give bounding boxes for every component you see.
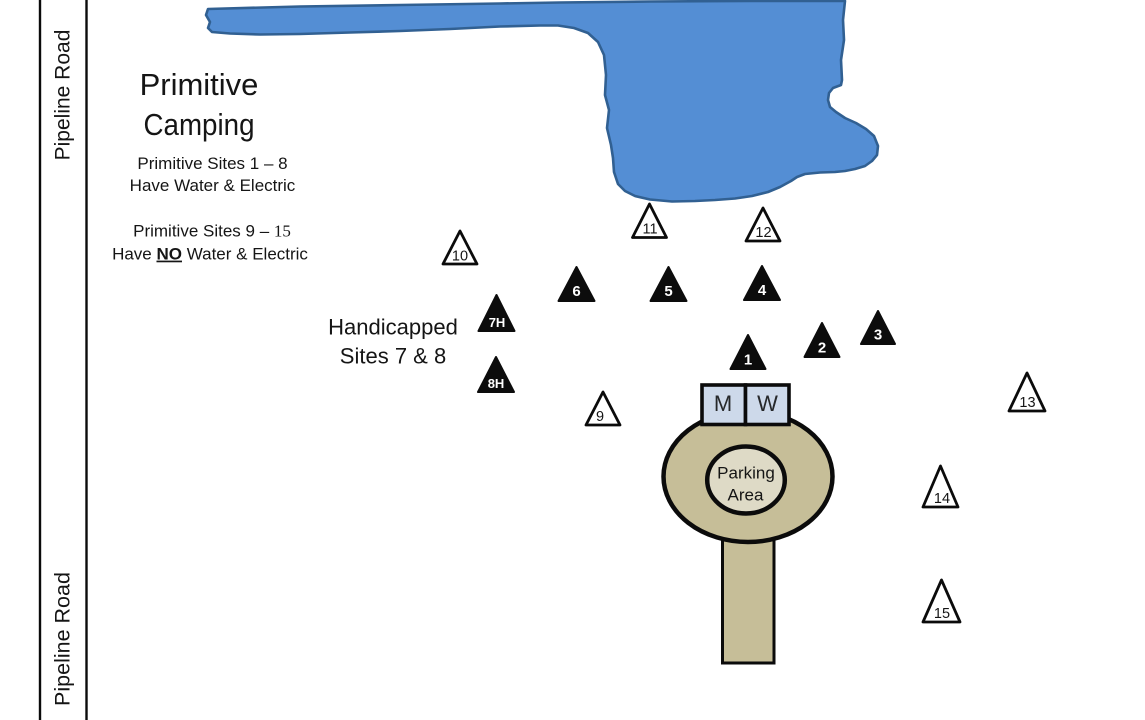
svg-text:7H: 7H: [489, 315, 506, 330]
svg-text:Primitive Sites 9 – 15: Primitive Sites 9 – 15: [133, 222, 291, 241]
svg-text:Primitive Sites 1 – 8: Primitive Sites 1 – 8: [137, 154, 287, 173]
svg-text:8H: 8H: [488, 376, 505, 391]
svg-text:Have NO Water & Electric: Have NO Water & Electric: [112, 245, 308, 264]
svg-text:3: 3: [874, 327, 882, 344]
svg-text:5: 5: [664, 283, 672, 300]
svg-text:13: 13: [1019, 395, 1035, 411]
svg-text:W: W: [757, 391, 778, 416]
svg-text:Parking: Parking: [717, 464, 775, 483]
svg-text:Pipeline Road: Pipeline Road: [52, 30, 75, 161]
svg-text:14: 14: [934, 491, 950, 507]
svg-text:6: 6: [572, 283, 580, 300]
svg-text:Sites 7 & 8: Sites 7 & 8: [340, 344, 446, 369]
svg-text:11: 11: [642, 222, 657, 238]
svg-text:1: 1: [744, 352, 752, 369]
svg-text:Camping: Camping: [144, 107, 255, 142]
svg-text:M: M: [714, 391, 732, 416]
svg-text:Primitive: Primitive: [140, 67, 259, 102]
svg-text:15: 15: [934, 606, 950, 622]
svg-text:10: 10: [452, 249, 468, 265]
svg-text:12: 12: [755, 225, 771, 241]
svg-text:9: 9: [596, 409, 604, 425]
svg-text:2: 2: [818, 340, 826, 357]
svg-text:Area: Area: [728, 486, 764, 505]
svg-text:Pipeline Road: Pipeline Road: [51, 572, 75, 706]
svg-text:4: 4: [758, 282, 767, 299]
svg-text:Have Water & Electric: Have Water & Electric: [130, 176, 296, 195]
svg-text:Handicapped: Handicapped: [328, 314, 458, 339]
